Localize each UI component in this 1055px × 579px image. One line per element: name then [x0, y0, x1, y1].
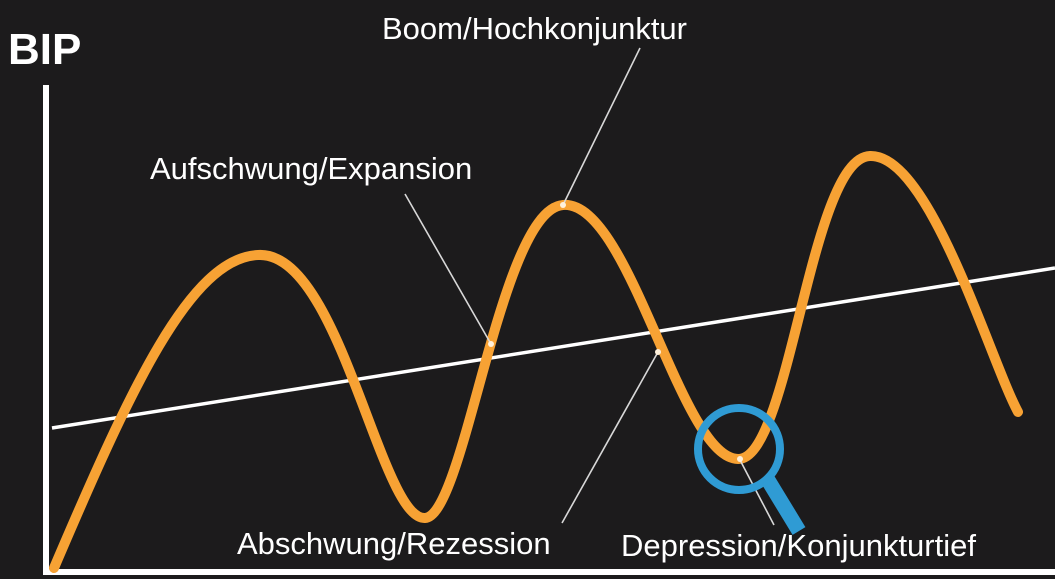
- boom-pointer-line: [562, 47, 641, 206]
- trend-line: [51, 266, 1055, 430]
- y-axis-title: BIP: [8, 25, 81, 74]
- business-cycle-curve: [49, 150, 1023, 573]
- label-recession: Abschwung/Rezession: [237, 526, 551, 561]
- recession-point: [655, 349, 661, 355]
- expansion-point: [488, 341, 494, 347]
- expansion-pointer-line: [404, 193, 492, 345]
- label-depression: Depression/Konjunkturtief: [621, 528, 976, 563]
- boom-point: [560, 202, 566, 208]
- magnifier-icon: [694, 404, 806, 535]
- label-expansion: Aufschwung/Expansion: [150, 151, 472, 186]
- label-boom: Boom/Hochkonjunktur: [382, 11, 687, 46]
- recession-pointer-line: [561, 351, 659, 524]
- depression-point: [737, 456, 743, 462]
- depression-pointer-line: [739, 459, 775, 526]
